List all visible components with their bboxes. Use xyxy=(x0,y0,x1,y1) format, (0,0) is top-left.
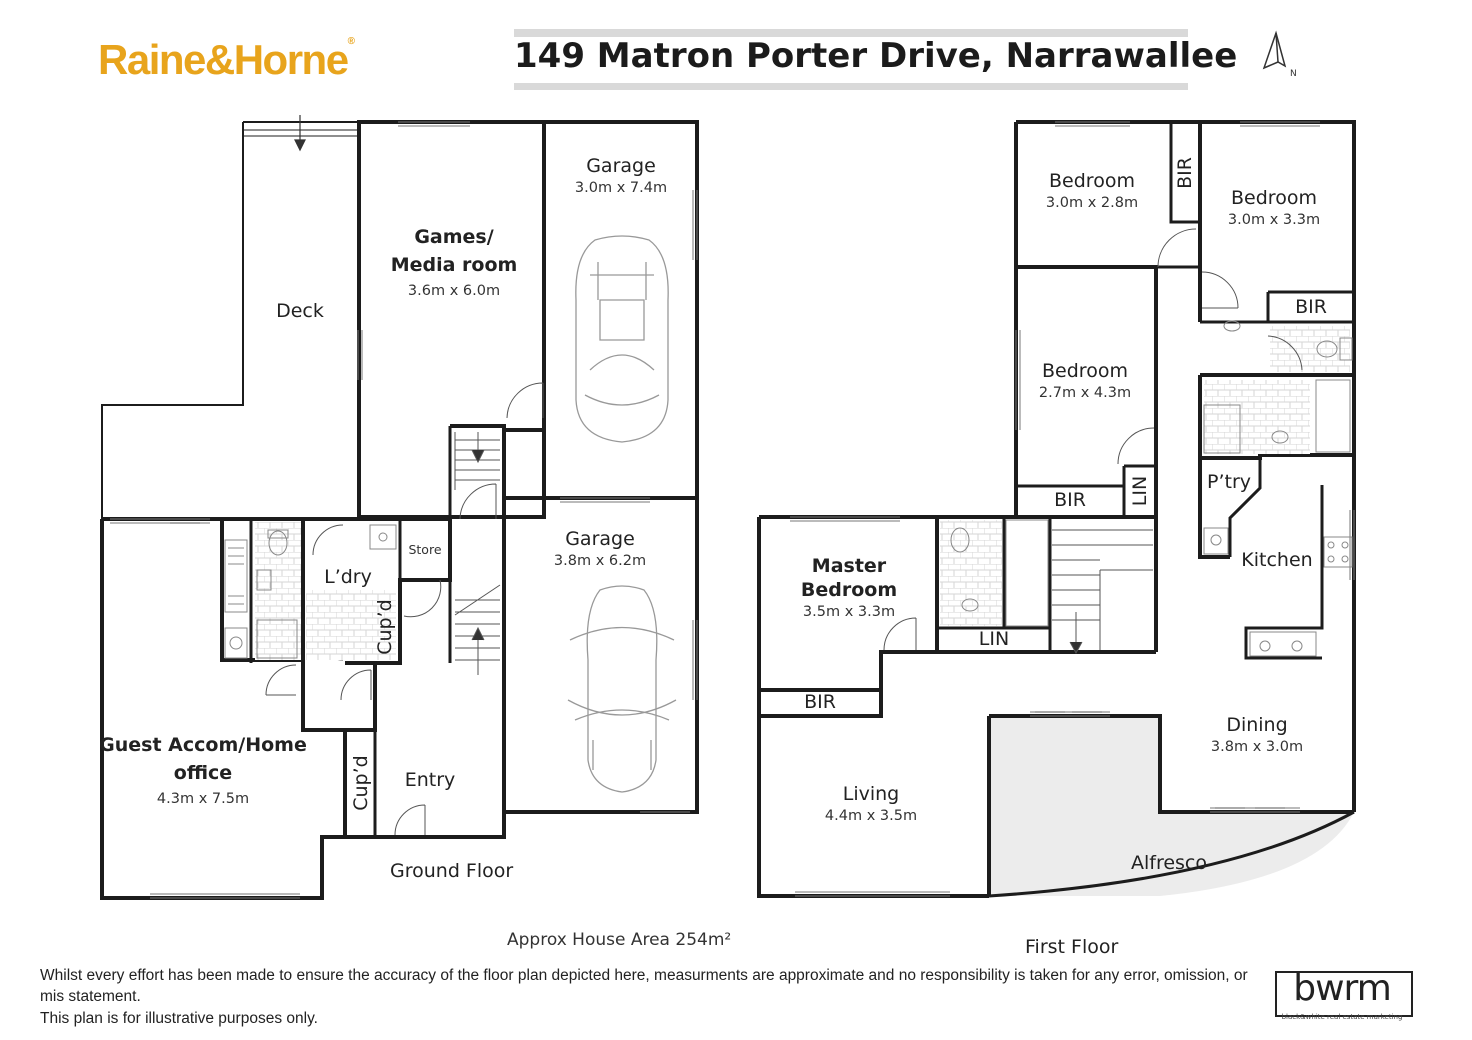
house-area: Approx House Area 254m² xyxy=(507,930,732,950)
bir-bedroom-3: BIR xyxy=(1054,489,1086,511)
disclaimer-line-2: This plan is for illustrative purposes o… xyxy=(40,1009,318,1027)
room-store: Store xyxy=(408,542,442,557)
room-dining: Dining 3.8m x 3.0m xyxy=(1210,714,1304,755)
deck-arrow-icon xyxy=(294,115,306,152)
room-bedroom-2: Bedroom 3.0m x 3.3m xyxy=(1227,187,1321,228)
compass-north-icon: N xyxy=(1262,30,1297,79)
lin-vertical: LIN xyxy=(1129,475,1151,507)
title-rule-bottom xyxy=(514,83,1188,90)
ground-floor-label: Ground Floor xyxy=(390,860,514,882)
raine-horne-logo: Raine&Horne® xyxy=(98,36,355,83)
laundry-tiles xyxy=(255,522,301,660)
bwrm-logo-frame xyxy=(1275,971,1413,1017)
room-cupboard-upper: Cup’d xyxy=(374,599,396,655)
room-bedroom-1: Bedroom 3.0m x 2.8m xyxy=(1045,170,1139,211)
ensuite-tiles xyxy=(940,520,1002,626)
property-address: 149 Matron Porter Drive, Narrawallee xyxy=(514,36,1238,76)
room-games-media: Games/ Media room 3.6m x 6.0m xyxy=(390,226,518,299)
room-bedroom-3: Bedroom 2.7m x 4.3m xyxy=(1038,360,1132,401)
disclaimer: Whilst every effort has been made to ens… xyxy=(40,965,1270,1029)
room-master-bedroom: Master Bedroom 3.5m x 3.3m xyxy=(800,555,898,620)
first-floor-label: First Floor xyxy=(1025,936,1119,958)
bir-vertical: BIR xyxy=(1174,157,1196,189)
room-guest-accom: Guest Accom/Home office 4.3m x 7.5m xyxy=(99,734,307,807)
bwrm-logo: bwrm xyxy=(1293,968,1392,1009)
ground-fixtures xyxy=(224,524,397,659)
alfresco-paving-curve xyxy=(1160,812,1354,896)
room-cupboard-lower: Cup’d xyxy=(350,755,372,811)
room-pantry: P’try xyxy=(1206,471,1252,493)
bathroom-tiles xyxy=(1204,380,1310,454)
first-floor-fixtures xyxy=(950,320,1353,657)
room-living: Living 4.4m x 3.5m xyxy=(824,783,918,824)
room-laundry: L’dry xyxy=(324,566,372,588)
lin-master: LIN xyxy=(978,628,1010,650)
first-floor-walls xyxy=(757,120,1356,898)
ground-stairs xyxy=(454,432,501,675)
room-kitchen: Kitchen xyxy=(1241,549,1313,571)
title-rule-top xyxy=(514,29,1188,37)
first-floor-stairs xyxy=(1052,529,1153,655)
disclaimer-line-1: Whilst every effort has been made to ens… xyxy=(40,967,1248,1006)
toilet-tiles xyxy=(1270,326,1350,372)
laundry-floor-tiles xyxy=(306,590,396,660)
ground-floor-windows xyxy=(110,121,698,899)
bwrm-tagline: black&white real estate marketing xyxy=(1281,1013,1403,1021)
car-garage-top-icon xyxy=(575,235,669,443)
sliding-door-markers xyxy=(170,522,1285,809)
car-garage-bottom-icon xyxy=(567,585,677,793)
room-garage-bottom: Garage 3.8m x 6.2m xyxy=(553,528,647,569)
bir-right: BIR xyxy=(1295,296,1327,318)
bir-master: BIR xyxy=(804,691,836,713)
first-floor-doors xyxy=(883,228,1303,651)
room-alfresco: Alfresco xyxy=(1130,852,1208,874)
compass-n-label: N xyxy=(1290,69,1297,79)
room-deck: Deck xyxy=(276,300,324,322)
room-entry: Entry xyxy=(404,769,456,791)
room-garage-top: Garage 3.0m x 7.4m xyxy=(574,155,668,196)
alfresco-paving xyxy=(989,716,1160,896)
